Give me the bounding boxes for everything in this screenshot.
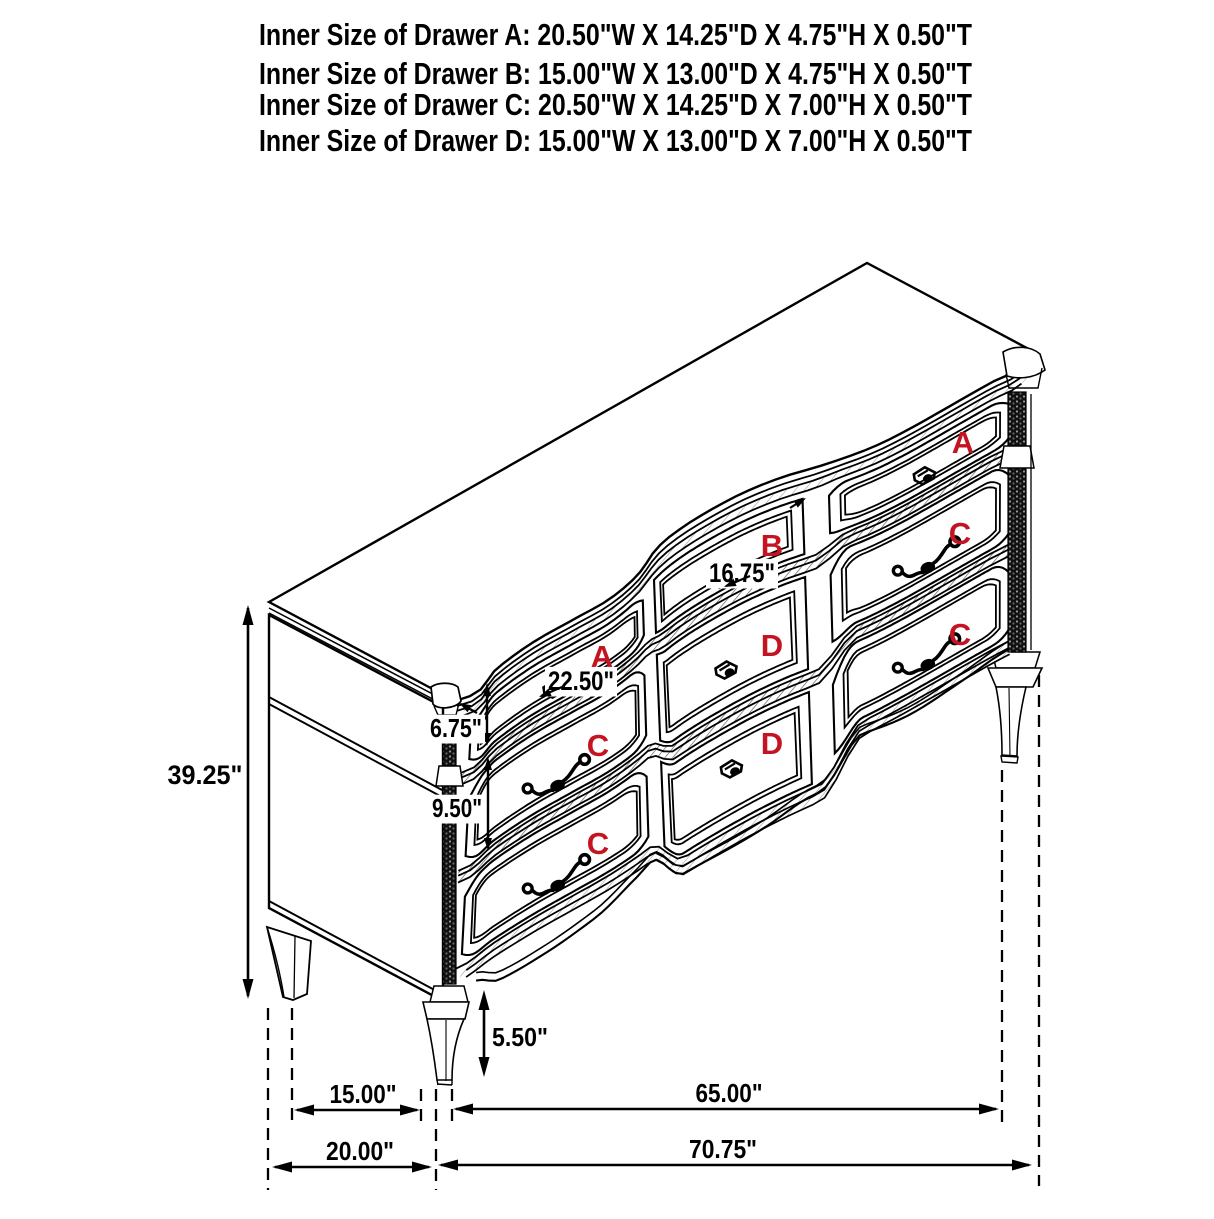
svg-text:C: C bbox=[587, 728, 609, 763]
svg-text:D: D bbox=[761, 628, 783, 663]
svg-text:5.50": 5.50" bbox=[492, 1022, 548, 1052]
svg-text:Inner Size of Drawer A: 20.50": Inner Size of Drawer A: 20.50"W X 14.25"… bbox=[259, 18, 972, 52]
svg-text:70.75": 70.75" bbox=[689, 1134, 757, 1164]
svg-text:C: C bbox=[587, 826, 609, 861]
svg-text:C: C bbox=[949, 617, 971, 652]
svg-text:20.00": 20.00" bbox=[326, 1136, 394, 1166]
svg-text:22.50": 22.50" bbox=[548, 666, 614, 696]
svg-text:65.00": 65.00" bbox=[696, 1078, 763, 1108]
svg-text:D: D bbox=[761, 726, 783, 761]
svg-text:A: A bbox=[952, 425, 974, 460]
svg-text:15.00": 15.00" bbox=[330, 1079, 397, 1109]
svg-text:16.75": 16.75" bbox=[709, 558, 775, 588]
svg-text:39.25": 39.25" bbox=[168, 760, 243, 790]
svg-text:Inner Size of Drawer C: 20.50": Inner Size of Drawer C: 20.50"W X 14.25"… bbox=[259, 88, 972, 122]
svg-text:Inner Size of Drawer D: 15.00": Inner Size of Drawer D: 15.00"W X 13.00"… bbox=[259, 124, 972, 158]
svg-text:C: C bbox=[949, 516, 971, 551]
svg-text:9.50": 9.50" bbox=[432, 793, 482, 823]
svg-text:A: A bbox=[591, 639, 613, 674]
svg-text:Inner Size of Drawer B: 15.00": Inner Size of Drawer B: 15.00"W X 13.00"… bbox=[259, 57, 972, 91]
svg-text:B: B bbox=[761, 528, 783, 563]
svg-text:6.75": 6.75" bbox=[430, 713, 482, 743]
